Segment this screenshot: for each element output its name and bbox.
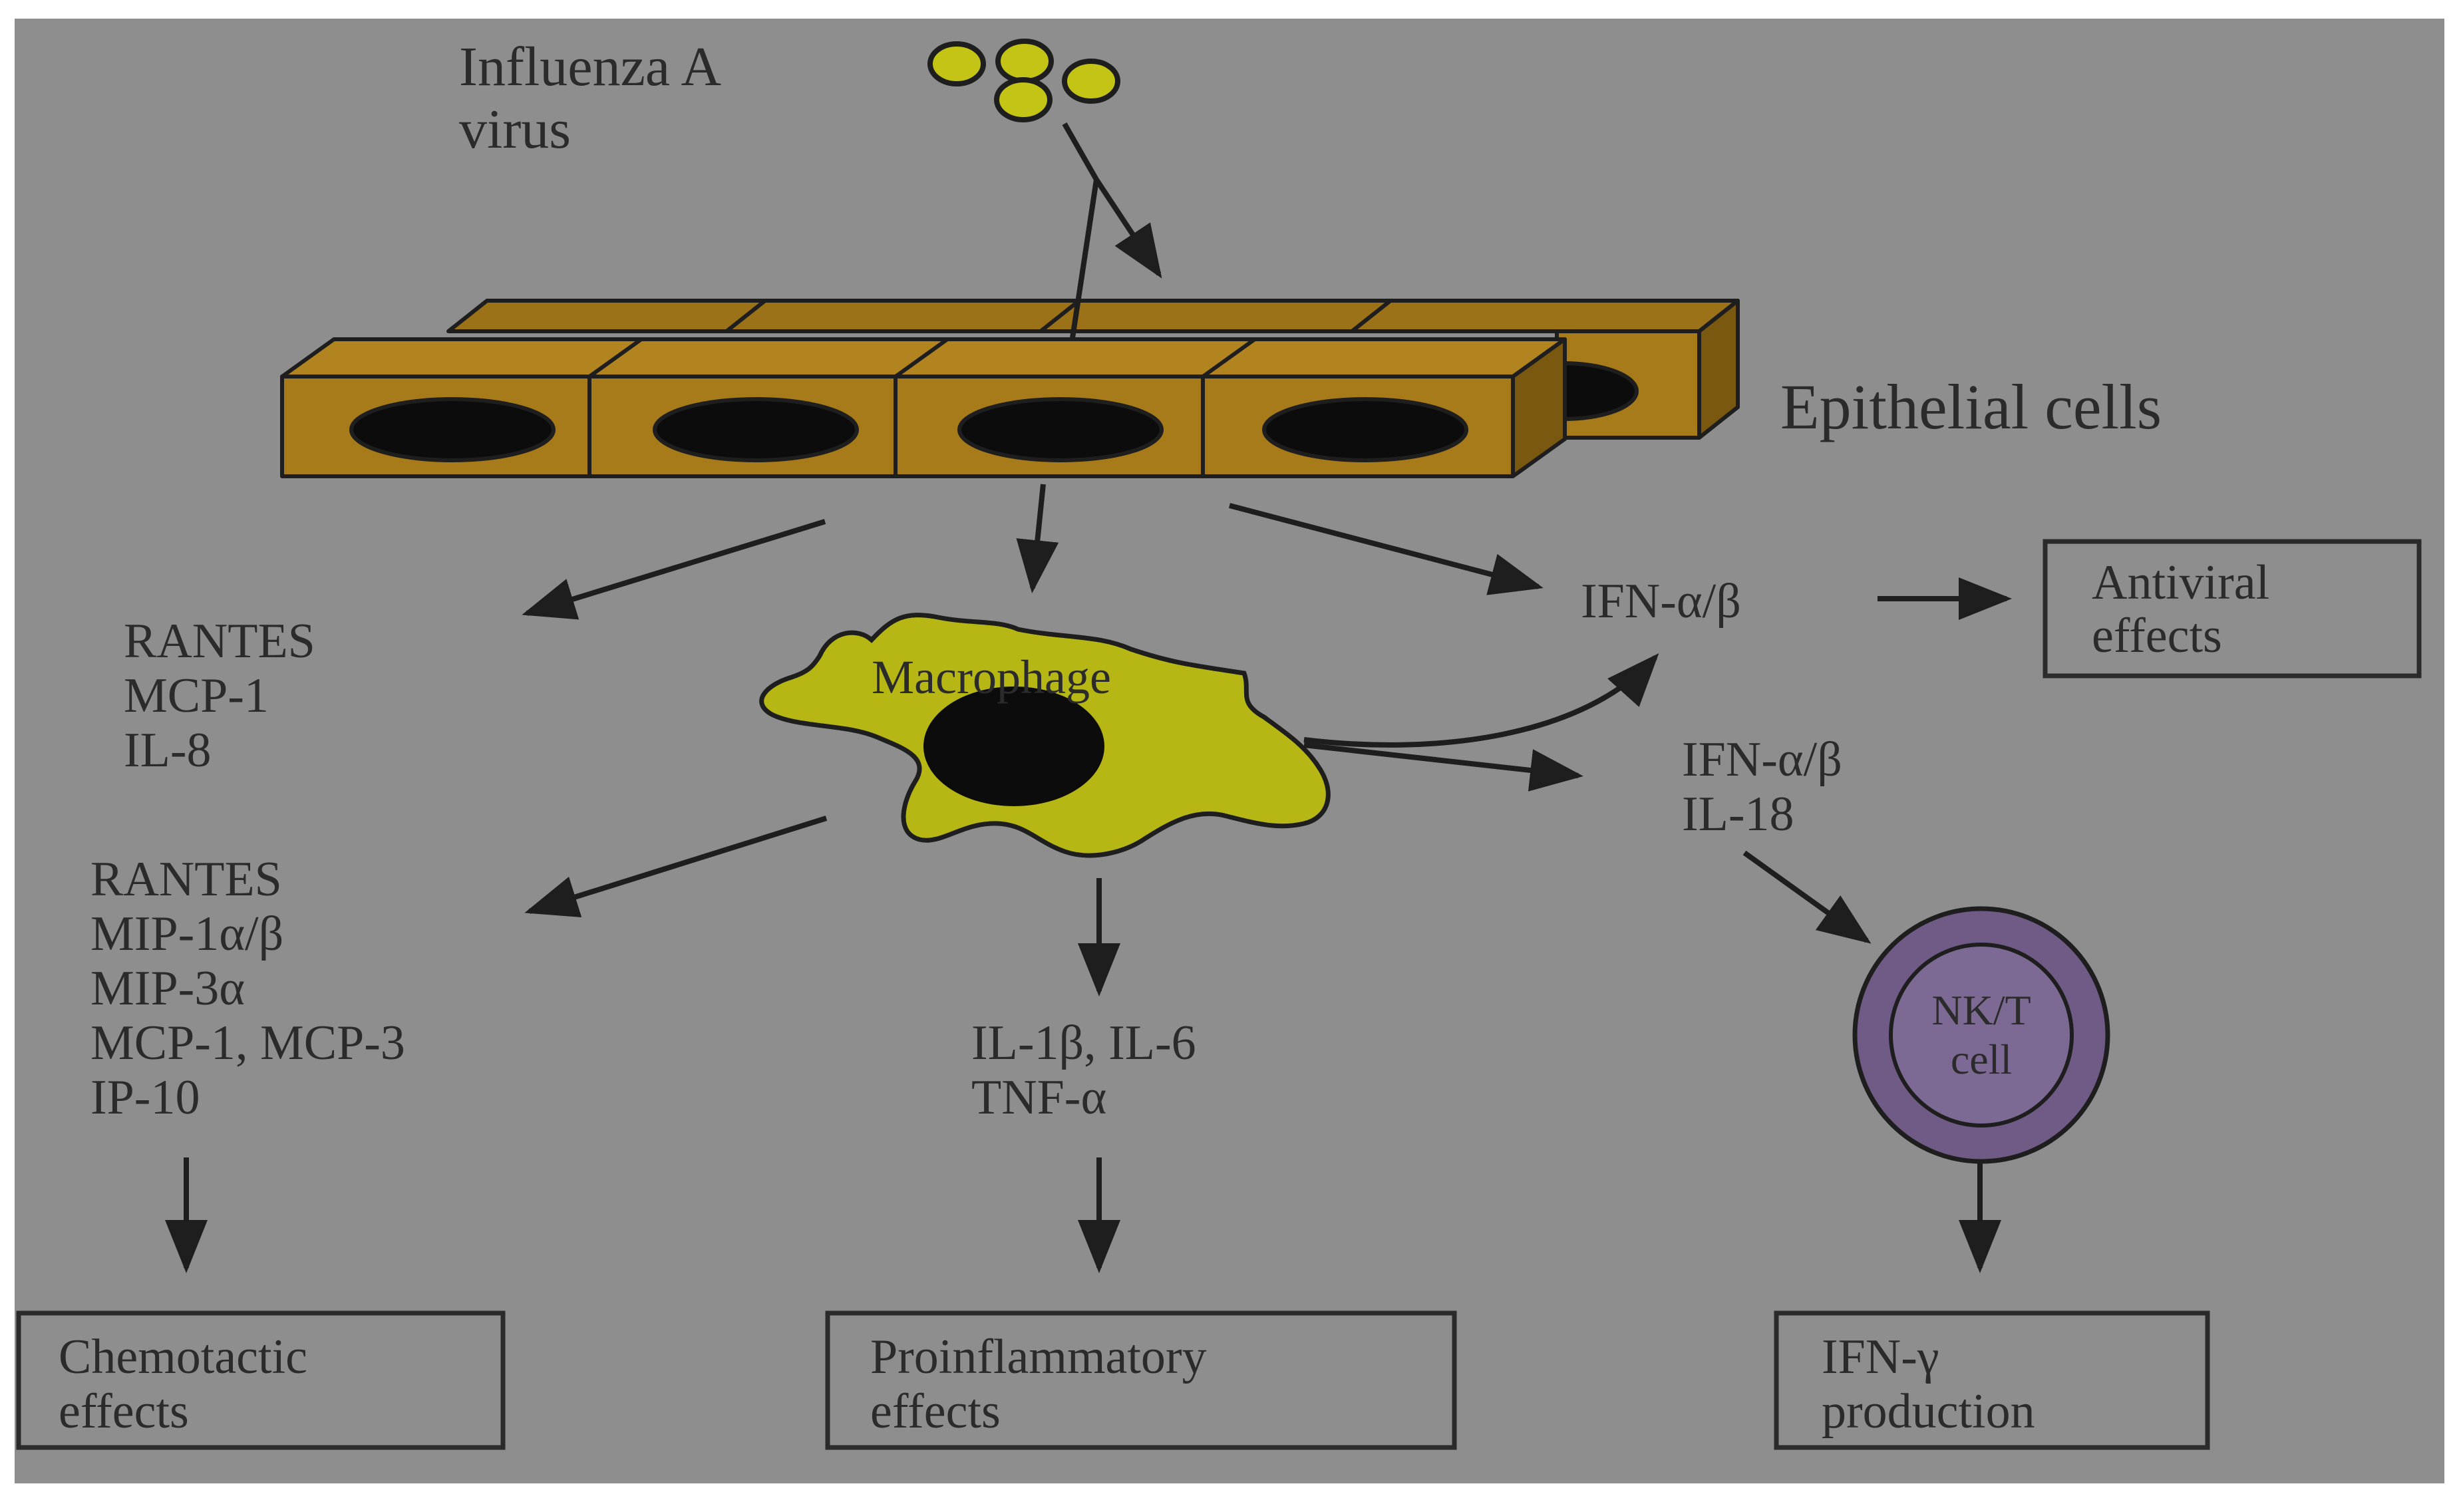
arrow-mac-to-ifn-il18 bbox=[1303, 742, 1583, 792]
arrow-mac-to-epi-ifn bbox=[1303, 653, 1659, 748]
epithelial-label: Epithelial cells bbox=[1780, 371, 2162, 442]
cell-nucleus bbox=[957, 397, 1164, 462]
mac-chemokine: MIP-1α/β bbox=[90, 907, 283, 961]
mac-chemokine: IP-10 bbox=[90, 1070, 200, 1125]
macrophage-nucleus bbox=[923, 686, 1104, 806]
chemotactic-effects-box bbox=[16, 1310, 506, 1450]
cell-nucleus bbox=[653, 397, 859, 462]
mac-chemokine: MIP-3α bbox=[90, 961, 245, 1016]
mac-cytokine: IL-1β, IL-6 bbox=[971, 1016, 1196, 1070]
antiviral-effects-line1: Antiviral bbox=[2092, 555, 2269, 610]
mac-chemokine: RANTES bbox=[90, 852, 282, 907]
arrow-ifn-to-nk bbox=[1742, 850, 1872, 944]
epi-chemokine: IL-8 bbox=[124, 723, 212, 778]
virus-label-line1: Influenza A bbox=[459, 36, 721, 98]
virus-particles bbox=[927, 39, 1120, 122]
mac-ifn-il18: IL-18 bbox=[1682, 787, 1794, 841]
cell-nucleus bbox=[1262, 397, 1468, 462]
virus-particle bbox=[927, 41, 986, 86]
virus-particle bbox=[994, 77, 1053, 122]
arrow-mac-to-chemokines bbox=[524, 816, 828, 917]
ifn-gamma-line2: production bbox=[1822, 1384, 2035, 1439]
mac-cytokine: TNF-α bbox=[971, 1070, 1106, 1125]
epithelial-output-arrows bbox=[522, 484, 2012, 620]
nk-cell-label-line1: NK/T bbox=[1931, 986, 2031, 1034]
antiviral-effects-line2: effects bbox=[2092, 609, 2222, 663]
nk-t-cell bbox=[1852, 906, 2110, 1164]
epi-chemokine: MCP-1 bbox=[124, 669, 269, 723]
virus-entry-arrow bbox=[1062, 122, 1162, 339]
macrophage-output-arrows bbox=[165, 653, 2001, 1273]
epithelial-cells bbox=[280, 299, 1740, 478]
virus-particle bbox=[995, 39, 1054, 84]
antiviral-effects-box bbox=[2043, 539, 2422, 679]
cell-nucleus bbox=[349, 397, 556, 462]
macrophage-label: Macrophage bbox=[872, 651, 1111, 704]
mac-chemokine: MCP-1, MCP-3 bbox=[90, 1016, 405, 1070]
proinflammatory-effects-line1: Proinflammatory bbox=[870, 1330, 1207, 1384]
ifn-gamma-line1: IFN-γ bbox=[1822, 1330, 1939, 1384]
chemotactic-effects-line2: effects bbox=[59, 1384, 189, 1439]
arrow-to-epi-chemokines bbox=[522, 519, 826, 620]
ifn-gamma-production-box bbox=[1774, 1310, 2210, 1450]
virus-label-line2: virus bbox=[459, 98, 571, 160]
mac-ifn-il18: IFN-α/β bbox=[1682, 732, 1842, 787]
nk-cell-label-line2: cell bbox=[1951, 1036, 2012, 1083]
epi-chemokine: RANTES bbox=[124, 614, 315, 669]
proinflammatory-effects-line2: effects bbox=[870, 1384, 1001, 1439]
arrow-to-epi-ifn bbox=[1228, 503, 1544, 595]
proinflammatory-effects-box bbox=[825, 1310, 1457, 1450]
macrophage bbox=[759, 613, 1331, 858]
arrow-to-macrophage bbox=[1016, 484, 1059, 593]
epi-ifn-label: IFN-α/β bbox=[1581, 574, 1741, 629]
virus-particle bbox=[1062, 59, 1120, 104]
chemotactic-effects-line1: Chemotactic bbox=[59, 1330, 307, 1384]
nk-cell-inner bbox=[1889, 943, 2074, 1128]
